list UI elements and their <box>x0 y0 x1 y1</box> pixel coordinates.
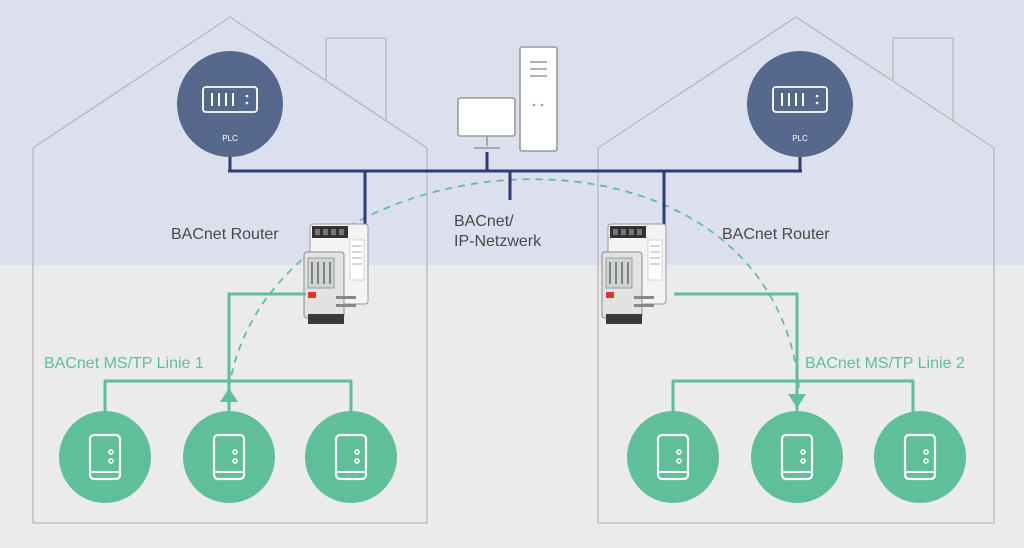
field-device-right-3 <box>874 411 966 503</box>
plc-left: PLC <box>177 51 283 157</box>
mstp-left-label: BACnet MS/TP Linie 1 <box>44 355 204 372</box>
field-device-left-1 <box>59 411 151 503</box>
house-left <box>32 16 428 524</box>
arrow-down-icon <box>788 394 806 408</box>
field-device-left-3 <box>305 411 397 503</box>
field-device-right-2 <box>751 411 843 503</box>
plc-controller-icon <box>202 86 258 113</box>
router-left-label: BACnet Router <box>171 226 279 243</box>
mstp-right-label: BACnet MS/TP Linie 2 <box>805 355 965 372</box>
network-label-line2: IP-Netzwerk <box>454 233 542 250</box>
field-device-right-1 <box>627 411 719 503</box>
plc-left-label: PLC <box>222 134 238 143</box>
desktop-computer-icon <box>457 97 516 149</box>
plc-right-label: PLC <box>792 134 808 143</box>
plc-controller-icon <box>772 86 828 113</box>
plc-right: PLC <box>747 51 853 157</box>
field-device-left-2 <box>183 411 275 503</box>
house-right <box>597 16 995 524</box>
network-label-line1: BACnet/ <box>454 213 514 230</box>
ip-network-lines <box>228 142 802 230</box>
server-tower-icon <box>519 46 558 152</box>
routing-arc <box>228 178 800 389</box>
router-right-label: BACnet Router <box>722 226 830 243</box>
bottom-band <box>0 265 1024 543</box>
arrow-up-icon <box>220 388 238 402</box>
